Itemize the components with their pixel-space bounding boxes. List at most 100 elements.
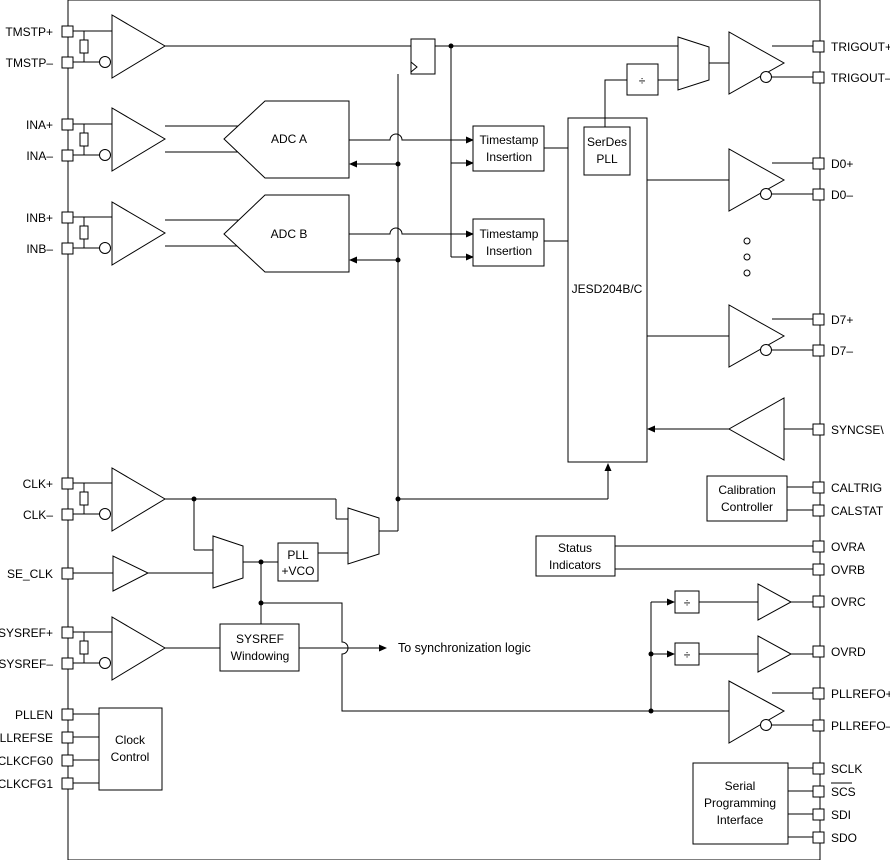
pin-pllrefo-p xyxy=(812,687,825,700)
inverting-bubble xyxy=(99,56,111,68)
trigout-mux xyxy=(677,36,710,91)
pin-d7-p xyxy=(812,313,825,326)
inb-buffer xyxy=(111,201,166,266)
sysref-windowing-line2: Windowing xyxy=(231,649,290,663)
pin-sysref-p xyxy=(61,626,74,639)
label-pllrefse: PLLREFSE xyxy=(0,731,53,745)
pin-ovrc xyxy=(812,595,825,608)
sysref-buffer xyxy=(111,616,166,681)
timestamp-2-line2: Insertion xyxy=(486,244,532,258)
label-ovrb: OVRB xyxy=(831,563,865,577)
label-se-clk: SE_CLK xyxy=(7,567,53,581)
clock-path: PLL +VCO xyxy=(148,496,729,712)
spi-line2: Programming xyxy=(704,796,776,810)
serdes-pll-line2: PLL xyxy=(596,152,618,166)
trigout-divider-symbol: ÷ xyxy=(639,74,646,88)
label-sdo: SDO xyxy=(831,831,857,845)
sysref-windowing: SYSREF Windowing To synchronization logi… xyxy=(165,623,531,672)
inverting-bubble xyxy=(760,344,772,356)
tmstp-buffer xyxy=(111,14,166,79)
pin-caltrig xyxy=(812,481,825,494)
label-caltrig: CALTRIG xyxy=(831,481,882,495)
adc-a: ADC A xyxy=(165,100,473,179)
adc-b-label: ADC B xyxy=(271,227,308,241)
pin-sdo xyxy=(812,831,825,844)
right-pin-labels: TRIGOUT+ TRIGOUT– D0+ D0– D7+ D7– SYNCSE… xyxy=(831,40,890,845)
clock-distribution-bus xyxy=(395,74,612,531)
pin-tmstp-p xyxy=(61,25,74,38)
pin-inb-p xyxy=(61,211,74,224)
clock-control: Clock Control xyxy=(73,707,163,791)
right-pins xyxy=(812,40,825,844)
label-ovra: OVRA xyxy=(831,540,865,554)
pin-clkcfg1 xyxy=(61,777,74,790)
jesd-block: JESD204B/C SerDes PLL xyxy=(567,79,648,463)
calibration-line1: Calibration xyxy=(718,483,775,497)
label-sysref-n: SYSREF– xyxy=(0,657,53,671)
label-clkcfg0: CLKCFG0 xyxy=(0,754,53,768)
status-indicators: Status Indicators xyxy=(535,535,813,577)
pin-sdi xyxy=(812,808,825,821)
clk-receiver xyxy=(73,467,166,532)
jesd-label: JESD204B/C xyxy=(572,282,643,296)
adc-b: ADC B xyxy=(165,194,473,273)
left-pin-labels: TMSTP+ TMSTP– INA+ INA– INB+ INB– CLK+ C… xyxy=(0,25,53,791)
pin-syncse xyxy=(812,423,825,436)
timestamp-latch xyxy=(410,38,436,75)
label-clk-n: CLK– xyxy=(23,508,53,522)
timestamp-1-line1: Timestamp xyxy=(480,133,539,147)
pin-clkcfg0 xyxy=(61,754,74,767)
clock-edge-triangle xyxy=(410,61,418,73)
inverting-bubble xyxy=(760,719,772,731)
clock-output-mux xyxy=(347,507,380,565)
label-sclk: SCLK xyxy=(831,762,862,776)
ovrc-driver xyxy=(757,583,793,621)
chip-outline xyxy=(67,0,821,860)
sysref-windowing-line1: SYSREF xyxy=(236,632,284,646)
pin-tmstp-n xyxy=(61,56,74,69)
d7-driver xyxy=(647,304,813,368)
label-ovrd: OVRD xyxy=(831,645,866,659)
ovrd-driver xyxy=(757,635,793,673)
termination-resistor xyxy=(79,132,89,147)
pin-pllrefse xyxy=(61,731,74,744)
tmstp-path xyxy=(165,38,678,261)
calibration-controller: Calibration Controller xyxy=(706,475,813,522)
timestamp-1-line2: Insertion xyxy=(486,150,532,164)
pin-ina-n xyxy=(61,149,74,162)
label-sdi: SDI xyxy=(831,808,851,822)
status-line1: Status xyxy=(558,541,592,555)
junction-dot xyxy=(395,257,401,263)
label-clkcfg1: CLKCFG1 xyxy=(0,777,53,791)
serial-programming-interface: Serial Programming Interface xyxy=(692,762,813,845)
termination-resistor xyxy=(79,640,89,655)
d0-driver xyxy=(647,148,813,212)
pin-clk-n xyxy=(61,508,74,521)
label-pllrefo-p: PLLREFO+ xyxy=(831,687,890,701)
inverting-bubble xyxy=(760,188,772,200)
trigout-path: ÷ xyxy=(626,31,813,96)
pin-sclk xyxy=(812,762,825,775)
spi-line1: Serial xyxy=(725,779,756,793)
pin-d0-p xyxy=(812,157,825,170)
pin-calstat xyxy=(812,504,825,517)
pin-d7-n xyxy=(812,344,825,357)
label-trigout-n: TRIGOUT– xyxy=(831,71,890,85)
inverting-bubble xyxy=(99,242,111,254)
timestamp-insertion-2: Timestamp Insertion xyxy=(472,218,568,267)
pin-ovrb xyxy=(812,563,825,576)
label-scs: SCS xyxy=(831,785,856,799)
pll-vco-line1: PLL xyxy=(287,548,309,562)
adc-a-label: ADC A xyxy=(271,132,307,146)
label-d0-p: D0+ xyxy=(831,157,853,171)
label-sysref-p: SYSREF+ xyxy=(0,626,53,640)
tmstp-receiver xyxy=(73,14,166,79)
ina-receiver xyxy=(73,107,166,172)
clock-control-line1: Clock xyxy=(115,733,146,747)
label-trigout-p: TRIGOUT+ xyxy=(831,40,890,54)
ovrc-divider-symbol: ÷ xyxy=(684,596,691,610)
pll-vco-block xyxy=(277,542,319,582)
pll-vco-line2: +VCO xyxy=(281,564,314,578)
spi-line3: Interface xyxy=(717,813,764,827)
